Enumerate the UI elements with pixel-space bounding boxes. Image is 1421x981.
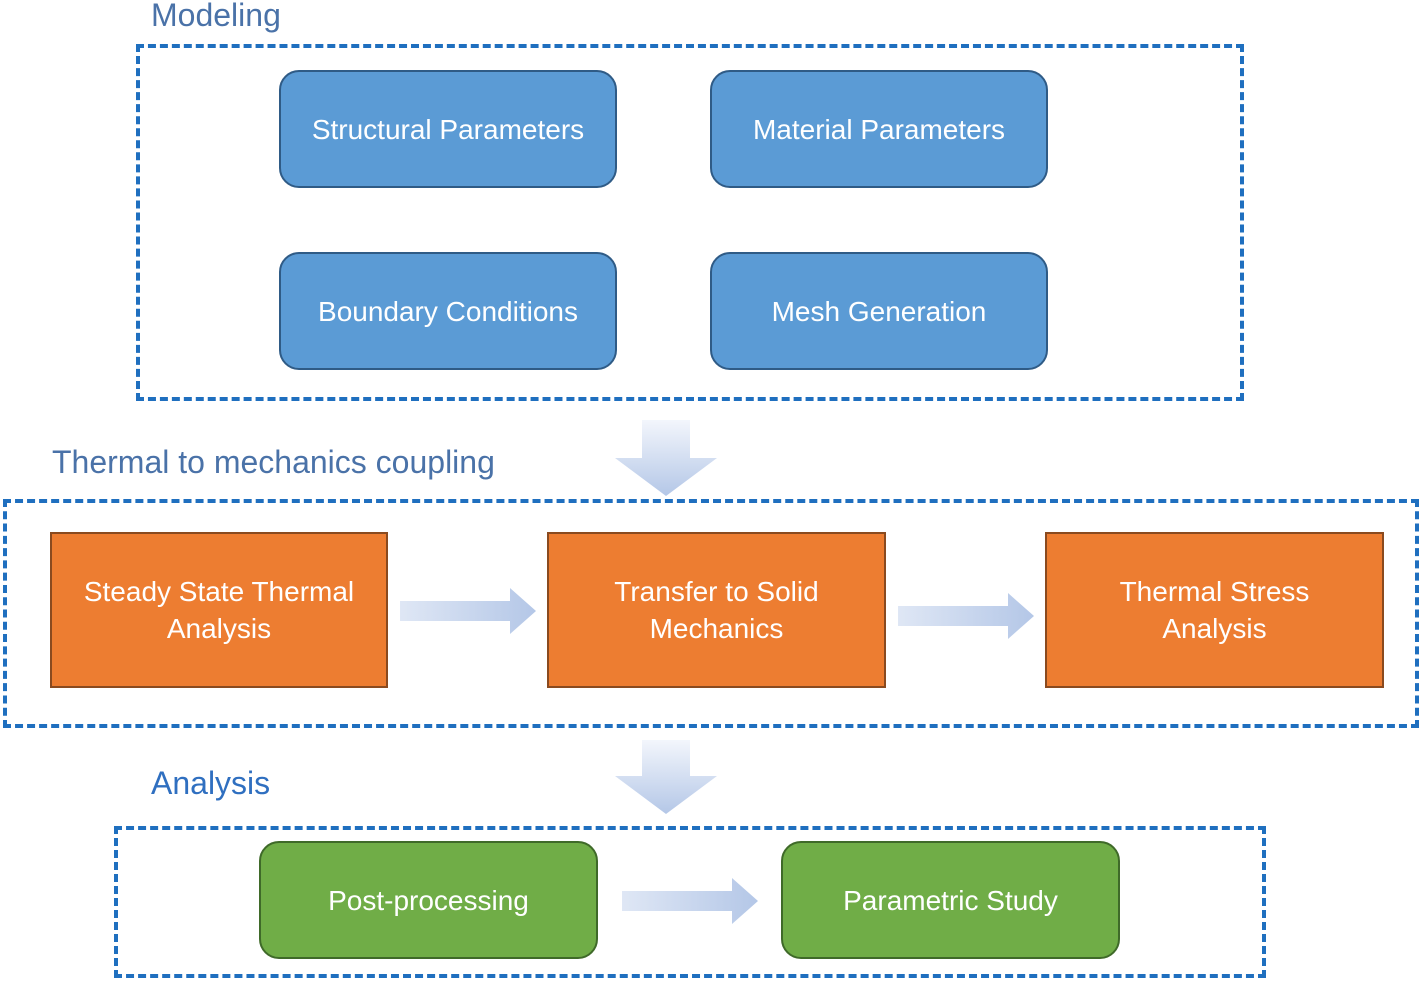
right-arrow-icon	[622, 878, 758, 924]
modeling-section-label: Modeling	[151, 0, 281, 33]
parametric-study-box: Parametric Study	[781, 841, 1120, 959]
post-processing-label: Post-processing	[328, 884, 529, 916]
boundary-conditions-label: Boundary Conditions	[318, 295, 578, 327]
transfer-to-solid-mechanics-label: Transfer to Solid Mechanics	[614, 576, 819, 644]
material-parameters-box: Material Parameters	[710, 70, 1048, 188]
right-arrow-icon	[898, 593, 1034, 639]
thermal-stress-analysis-label: Thermal Stress Analysis	[1119, 576, 1310, 644]
right-arrow-icon	[400, 588, 536, 634]
coupling-section-label: Thermal to mechanics coupling	[52, 444, 495, 480]
steady-state-thermal-analysis-label: Steady State Thermal Analysis	[83, 576, 355, 644]
modeling-group	[136, 44, 1244, 401]
boundary-conditions-box: Boundary Conditions	[279, 252, 617, 370]
mesh-generation-label: Mesh Generation	[771, 295, 987, 327]
analysis-group	[114, 826, 1266, 978]
post-processing-box: Post-processing	[259, 841, 598, 959]
parametric-study-label: Parametric Study	[843, 884, 1058, 916]
analysis-section-label: Analysis	[151, 765, 271, 801]
down-arrow-icon	[615, 740, 717, 814]
mesh-generation-box: Mesh Generation	[710, 252, 1048, 370]
down-arrow-icon	[615, 420, 717, 496]
steady-state-thermal-analysis-box: Steady State Thermal Analysis	[50, 532, 388, 688]
material-parameters-label: Material Parameters	[752, 113, 1006, 145]
structural-parameters-label: Structural Parameters	[311, 113, 585, 145]
coupling-group	[3, 499, 1419, 728]
transfer-to-solid-mechanics-box: Transfer to Solid Mechanics	[547, 532, 886, 688]
structural-parameters-box: Structural Parameters	[279, 70, 617, 188]
thermal-stress-analysis-box: Thermal Stress Analysis	[1045, 532, 1384, 688]
